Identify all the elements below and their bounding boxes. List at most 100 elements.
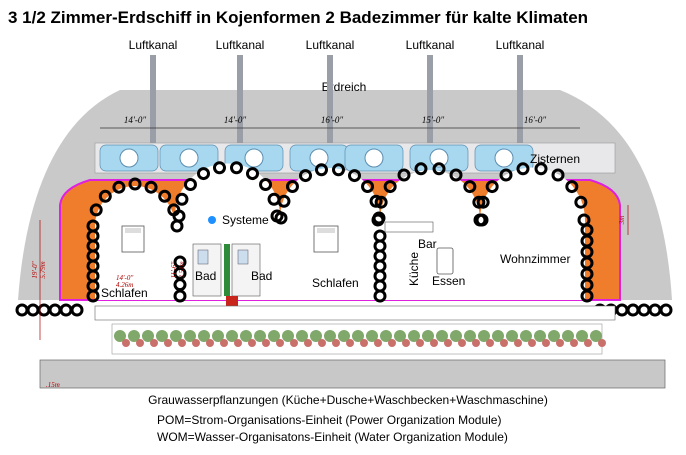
plant-flower <box>192 339 200 347</box>
bath-width-dimension: 11'-6" <box>170 262 178 279</box>
plant <box>254 330 266 342</box>
plant <box>296 330 308 342</box>
tire <box>414 162 428 176</box>
plant <box>142 330 154 342</box>
plant-flower <box>388 339 396 347</box>
right-height-dimension: 3m <box>618 216 626 226</box>
left-height-dimension: 19'-0" <box>31 261 39 278</box>
duct-label: Luftkanal <box>306 38 355 52</box>
tire <box>98 189 112 203</box>
plant-flower <box>290 339 298 347</box>
tire <box>637 303 651 317</box>
duct-pipe <box>237 55 243 173</box>
tire <box>499 168 513 182</box>
plant <box>268 330 280 342</box>
cistern-hatch <box>309 148 329 168</box>
plant <box>324 330 336 342</box>
plant <box>422 330 434 342</box>
tire <box>432 162 446 176</box>
tire <box>197 167 210 181</box>
air-ducts: Luftkanal Luftkanal Luftkanal Luftkanal … <box>129 38 545 173</box>
plant <box>212 330 224 342</box>
tire <box>48 303 62 317</box>
plant-flower <box>262 339 270 347</box>
left-height-metric: 5.79m <box>39 261 47 278</box>
tire <box>383 180 397 194</box>
plant-flower <box>514 339 522 347</box>
cistern-hatch <box>244 148 264 168</box>
plant-flower <box>178 339 186 347</box>
plant-flower <box>584 339 592 347</box>
plant-flower <box>220 339 228 347</box>
bath-right-label: Bad <box>251 269 272 283</box>
plant <box>128 330 140 342</box>
plant <box>562 330 574 342</box>
tire <box>449 168 463 182</box>
tire <box>112 180 126 194</box>
tire <box>485 180 499 194</box>
tire <box>128 177 142 191</box>
top-dimensions: 14'-0" 14'-0" 16'-0" 15'-0" 16'-0" <box>100 115 580 129</box>
tire <box>473 213 487 227</box>
tire <box>626 303 640 317</box>
plant <box>394 330 406 342</box>
plant-flower <box>556 339 564 347</box>
tire <box>373 289 387 303</box>
plant-flower <box>150 339 158 347</box>
tire <box>86 289 100 303</box>
tire <box>26 303 40 317</box>
plant-flower <box>416 339 424 347</box>
plant <box>282 330 294 342</box>
dining-label: Essen <box>432 274 465 288</box>
plant-flower <box>136 339 144 347</box>
plant <box>534 330 546 342</box>
tire <box>259 178 273 192</box>
tire <box>144 180 158 194</box>
tire <box>37 303 51 317</box>
greenhouse-strip <box>94 305 616 321</box>
tire <box>361 180 375 194</box>
plant-flower <box>332 339 340 347</box>
plant <box>240 330 252 342</box>
tire <box>285 180 299 194</box>
plant <box>478 330 490 342</box>
tire <box>397 168 411 182</box>
plant <box>184 330 196 342</box>
tire <box>172 209 186 223</box>
span-dimension: 16'-0" <box>524 115 546 125</box>
bedroom-left: 14'-0" 4.26m Schlafen <box>101 225 148 300</box>
tire <box>374 195 388 209</box>
tire <box>472 195 486 209</box>
plant <box>506 330 518 342</box>
tire <box>89 203 103 217</box>
tire <box>580 289 594 303</box>
tire <box>565 180 579 194</box>
tire <box>574 195 588 209</box>
plant-flower <box>402 339 410 347</box>
bar-label: Bar <box>418 237 437 251</box>
plant <box>436 330 448 342</box>
plant-flower <box>472 339 480 347</box>
bedroom-mid: Schlafen <box>312 225 359 290</box>
plant-flower <box>276 339 284 347</box>
plant <box>198 330 210 342</box>
plant-flower <box>234 339 242 347</box>
duct-label: Luftkanal <box>496 38 545 52</box>
tire <box>615 303 629 317</box>
systems-label: Systeme <box>222 213 269 227</box>
plant-flower <box>528 339 536 347</box>
bath-left-label: Bad <box>195 269 216 283</box>
plant-flower <box>164 339 172 347</box>
plant <box>548 330 560 342</box>
duct-pipe <box>427 55 433 173</box>
plant-flower <box>360 339 368 347</box>
graywater-note: Grauwasserpflanzungen (Küche+Dusche+Wasc… <box>148 393 548 407</box>
tire <box>230 161 244 175</box>
cistern-hatch <box>179 148 199 168</box>
plant <box>492 330 504 342</box>
plant-flower <box>248 339 256 347</box>
plant <box>226 330 238 342</box>
tire <box>70 303 84 317</box>
duct-label: Luftkanal <box>216 38 265 52</box>
